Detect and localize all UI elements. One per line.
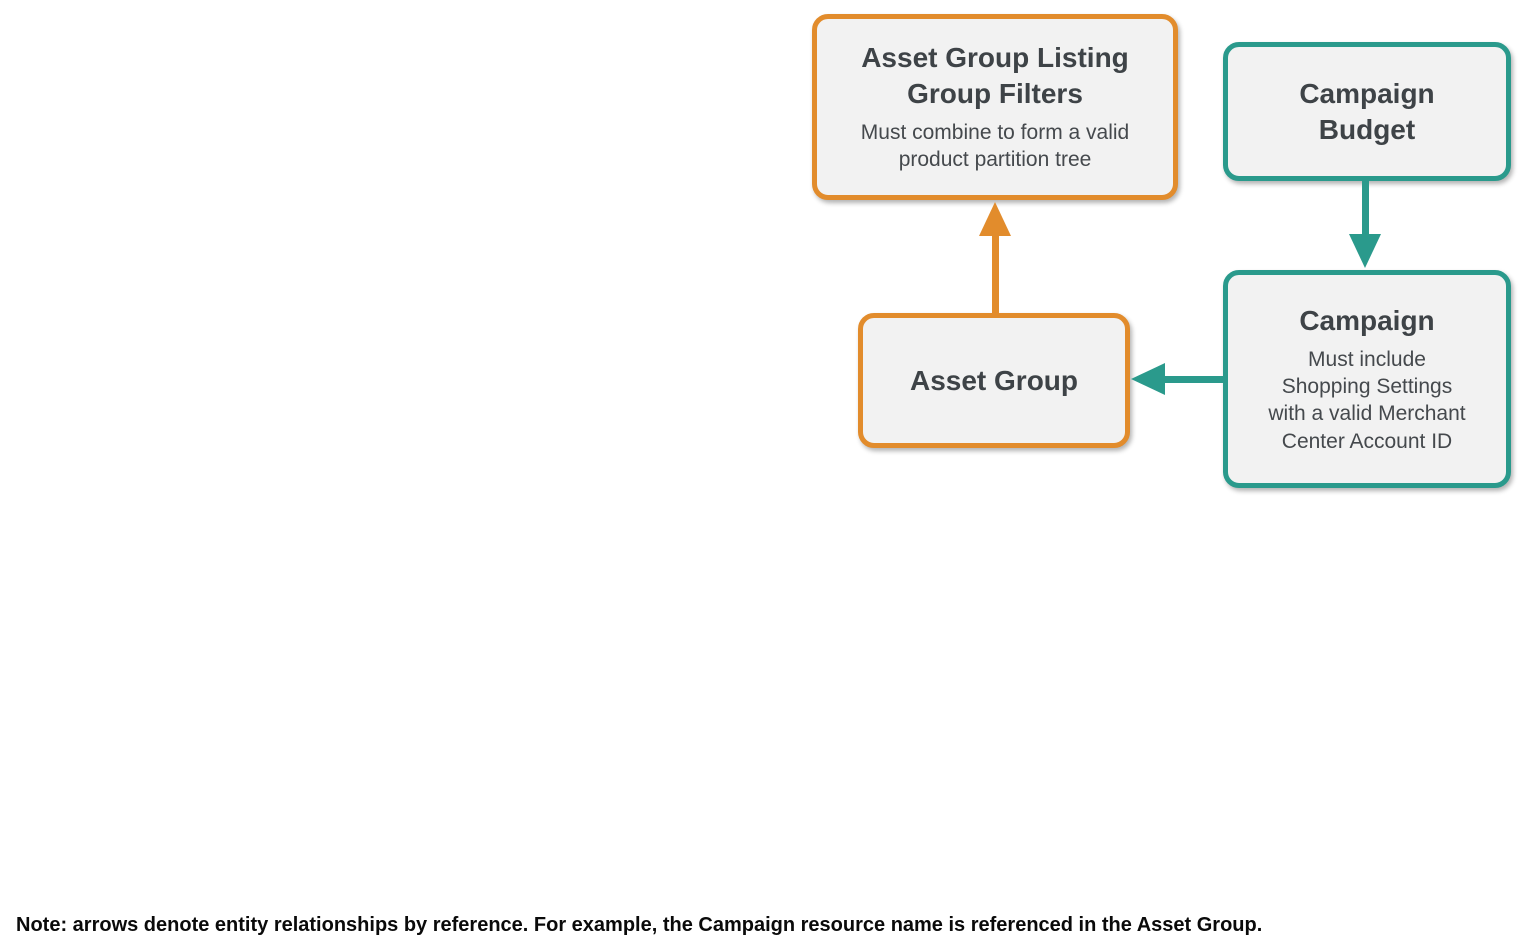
arrow-shaft	[992, 232, 999, 313]
node-title-asset-group: Asset Group	[909, 364, 1079, 396]
node-title-asset-group-listing-group-filters: Asset Group Listing Group Filters	[861, 42, 1129, 110]
node-subtitle-campaign: Must include Shopping Settings with a va…	[1268, 347, 1466, 453]
arrow-down-icon	[1349, 234, 1381, 268]
node-title-campaign: Campaign	[1299, 304, 1435, 336]
node-asset-group-listing-group-filters: Asset Group Listing Group Filters Must c…	[812, 14, 1178, 200]
arrow-left-icon	[1131, 363, 1165, 395]
node-title-campaign-budget: Campaign Budget	[1299, 77, 1435, 145]
node-campaign: Campaign Must include Shopping Settings …	[1223, 270, 1511, 488]
node-subtitle-asset-group-listing-group-filters: Must combine to form a valid product par…	[860, 121, 1130, 172]
arrow-shaft	[1362, 181, 1369, 236]
node-campaign-budget: Campaign Budget	[1223, 42, 1511, 181]
arrow-shaft	[1162, 376, 1223, 383]
arrow-up-icon	[979, 202, 1011, 236]
footnote: Note: arrows denote entity relationships…	[16, 914, 1263, 936]
node-asset-group: Asset Group	[858, 313, 1130, 448]
